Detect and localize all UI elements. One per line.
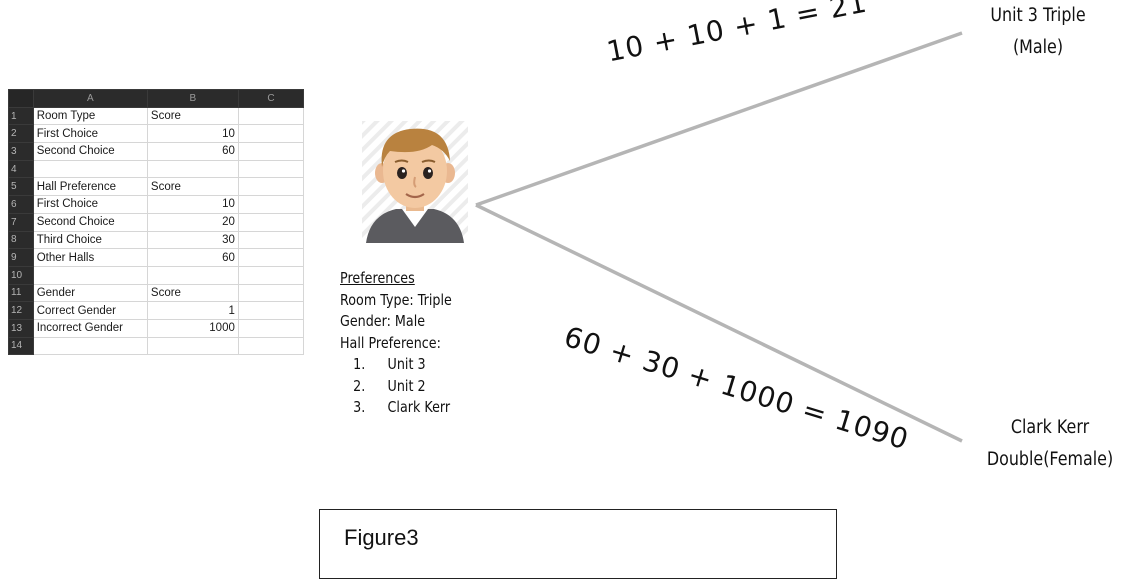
hall-preference-item: 2. Unit 2 [340, 376, 452, 398]
student-avatar-icon [362, 121, 468, 243]
hall-name: Unit 3 [387, 355, 426, 373]
hall-preference-label: Hall Preference: [340, 333, 441, 352]
hall-rank: 1. [353, 355, 366, 373]
gender-preference: Gender: Male [340, 312, 426, 330]
hall-name: Unit 2 [387, 376, 426, 395]
cell-a[interactable] [32, 336, 148, 356]
preferences-title: Preferences [340, 269, 415, 287]
row-header[interactable]: 12 [8, 301, 34, 320]
row-header[interactable]: 10 [8, 265, 34, 285]
destination-unit3-triple: Unit 3 Triple (Male) [986, 0, 1089, 64]
hall-preference-item: 3. Clark Kerr [340, 397, 452, 419]
row-header[interactable]: 2 [8, 124, 34, 144]
column-header-c[interactable]: C [237, 89, 305, 108]
spreadsheet-row: 14 [8, 336, 305, 356]
figure-caption-box: Figure3 [319, 509, 837, 579]
path-to-clark-kerr-line [475, 203, 963, 443]
destination-line: Unit 3 Triple [990, 5, 1086, 26]
room-type-preference: Room Type: Triple [340, 290, 452, 309]
cell-c[interactable] [237, 336, 305, 356]
preferences-panel: Preferences Room Type: Triple Gender: Ma… [340, 268, 452, 419]
row-header[interactable]: 14 [8, 336, 34, 356]
cell-a[interactable]: Second Choice [32, 212, 148, 232]
row-header[interactable]: 3 [8, 142, 34, 161]
hall-rank: 3. [353, 398, 366, 416]
column-header-row: A B C [8, 89, 305, 108]
hall-name: Clark Kerr [387, 398, 451, 416]
row-header[interactable]: 6 [8, 195, 34, 214]
path-to-unit3-line [475, 31, 963, 207]
column-header-b[interactable]: B [146, 89, 239, 108]
cell-a[interactable]: Room Type [32, 106, 148, 126]
hall-preference-item: 1. Unit 3 [340, 354, 452, 376]
row-header[interactable]: 4 [8, 159, 34, 179]
hall-rank: 2. [353, 376, 366, 395]
cell-a[interactable]: First Choice [32, 124, 148, 144]
hall-preference-list: 1. Unit 3 2. Unit 2 3. Clark Kerr [340, 354, 452, 419]
destination-line: (Male) [1012, 37, 1064, 58]
figure-caption: Figure3 [344, 525, 419, 550]
cell-a[interactable]: Hall Preference [32, 177, 148, 197]
row-header[interactable]: 11 [8, 283, 34, 303]
spreadsheet-row: 10 [8, 265, 305, 285]
column-header-a[interactable]: A [32, 89, 148, 108]
row-header[interactable]: 9 [8, 248, 34, 267]
destination-line: Double(Female) [986, 449, 1114, 470]
row-header[interactable]: 8 [8, 230, 34, 250]
destination-clark-kerr-double: Clark Kerr Double(Female) [974, 412, 1125, 476]
destination-line: Clark Kerr [1010, 417, 1090, 438]
cell-a[interactable]: Incorrect Gender [32, 318, 148, 338]
